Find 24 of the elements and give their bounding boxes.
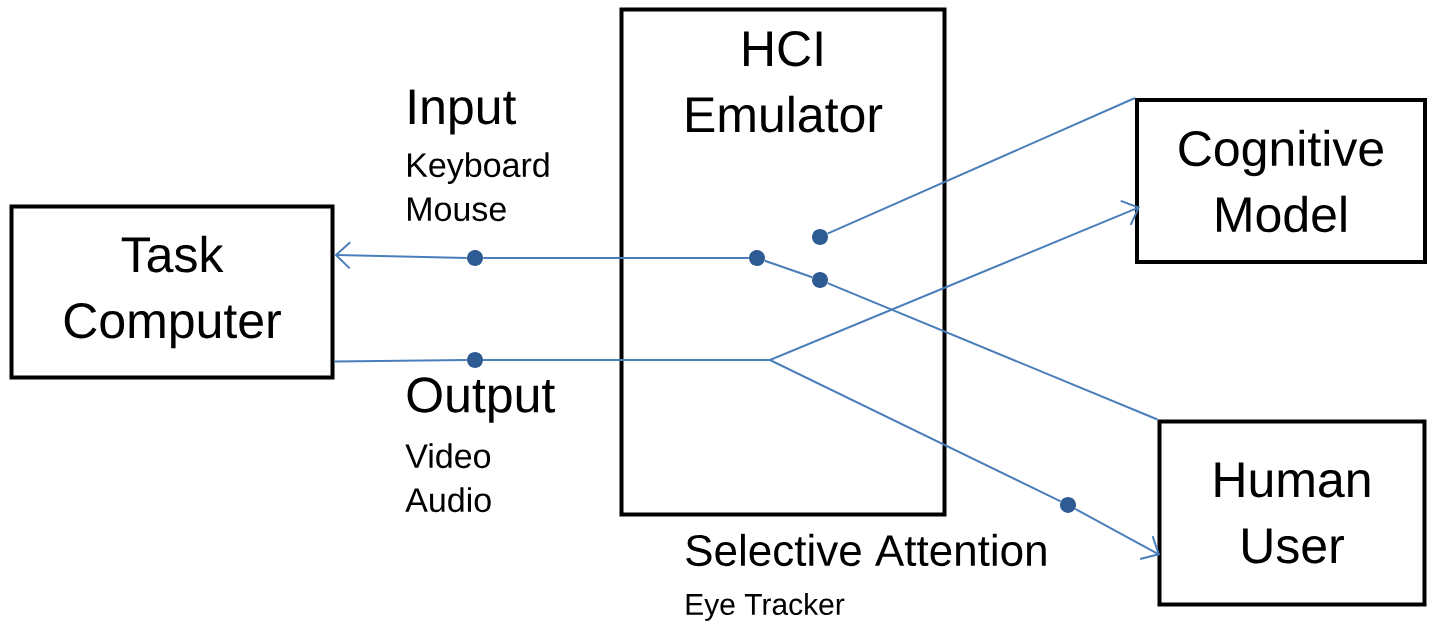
- connector-line: [334, 241, 468, 270]
- junction-dot: [1060, 497, 1076, 513]
- device-label: Eye Tracker: [686, 593, 845, 621]
- emulator-box: HCI Emulator: [619, 7, 947, 517]
- user-box: Human User: [1157, 419, 1427, 607]
- connector-line: [826, 282, 1159, 421]
- device-label: Video Audio: [405, 443, 491, 513]
- connector-line: [763, 259, 814, 279]
- connector-line: [482, 359, 1062, 503]
- contact-dot: [812, 272, 828, 288]
- connector-line: [333, 359, 468, 363]
- junction-dot: [467, 352, 483, 368]
- connector-line: [826, 97, 1136, 235]
- port-label: Output: [407, 377, 555, 423]
- connector-line: [482, 257, 750, 259]
- device-label: Keyboard Mouse: [408, 152, 549, 222]
- contact-dot: [812, 229, 828, 245]
- model-box: Cognitive Model: [1135, 98, 1427, 264]
- port-label: Input: [409, 89, 517, 135]
- port-label: Selective Attention: [686, 533, 1046, 567]
- junction-dot: [467, 250, 483, 266]
- computer-box: Task Computer: [9, 204, 335, 380]
- contact-dot: [749, 250, 765, 266]
- connector-line: [1074, 507, 1160, 561]
